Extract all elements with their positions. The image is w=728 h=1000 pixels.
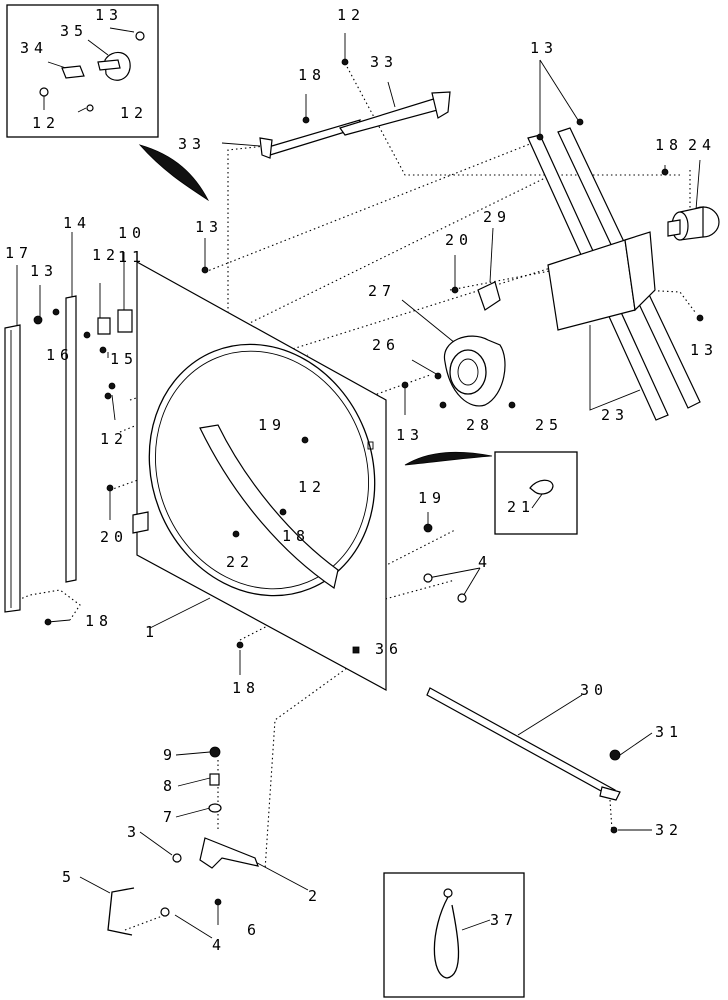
callout-29: 29 bbox=[483, 208, 511, 226]
callout-37: 37 bbox=[490, 911, 518, 929]
motor-24 bbox=[667, 206, 720, 241]
callout-12: 12 bbox=[298, 478, 326, 496]
rod-30 bbox=[426, 687, 621, 801]
callout-13: 13 bbox=[95, 6, 123, 24]
callout-26: 26 bbox=[372, 336, 400, 354]
callout-12: 12 bbox=[337, 6, 365, 24]
inset-pointer-clip bbox=[404, 451, 493, 466]
callout-28: 28 bbox=[466, 416, 494, 434]
callout-23: 23 bbox=[601, 406, 629, 424]
callout-13: 13 bbox=[195, 218, 223, 236]
baffle-33 bbox=[259, 91, 451, 159]
hardware bbox=[33, 58, 704, 917]
callout-11: 11 bbox=[118, 248, 146, 266]
callout-17: 17 bbox=[5, 244, 33, 262]
callout-13: 13 bbox=[690, 341, 718, 359]
callout-12: 12 bbox=[92, 246, 120, 264]
callout-18: 18 bbox=[655, 136, 683, 154]
side-channel-17 bbox=[4, 324, 21, 613]
inset-clamp-parts bbox=[39, 31, 145, 113]
callout-12: 12 bbox=[120, 104, 148, 122]
callout-36: 36 bbox=[375, 640, 403, 658]
bracket-29 bbox=[477, 281, 501, 311]
strap-37 bbox=[433, 896, 460, 979]
callout-18: 18 bbox=[282, 527, 310, 545]
callout-24: 24 bbox=[688, 136, 716, 154]
callout-13: 13 bbox=[530, 39, 558, 57]
bracket-2 bbox=[199, 837, 259, 869]
callout-labels: 13 35 34 12 12 12 33 18 33 13 18 24 29 2… bbox=[5, 6, 718, 954]
callout-30: 30 bbox=[580, 681, 608, 699]
callout-9: 9 bbox=[163, 746, 177, 764]
inset-detail-box-strap bbox=[383, 872, 525, 998]
fan-support-frame-23 bbox=[527, 127, 701, 421]
callout-20: 20 bbox=[445, 231, 473, 249]
leader-lines bbox=[16, 27, 701, 939]
callout-19: 19 bbox=[258, 416, 286, 434]
callout-13: 13 bbox=[30, 262, 58, 280]
side-channel-14 bbox=[65, 295, 77, 583]
callout-20: 20 bbox=[100, 528, 128, 546]
callout-25: 25 bbox=[535, 416, 563, 434]
callout-8: 8 bbox=[163, 777, 177, 795]
inset-pointer-top bbox=[138, 144, 210, 202]
callout-13: 13 bbox=[396, 426, 424, 444]
callout-3: 3 bbox=[127, 823, 141, 841]
callout-27: 27 bbox=[368, 282, 396, 300]
callout-32: 32 bbox=[655, 821, 683, 839]
callout-14: 14 bbox=[63, 214, 91, 232]
callout-10: 10 bbox=[118, 224, 146, 242]
callout-33: 33 bbox=[178, 135, 206, 153]
inset-detail-box-clip bbox=[494, 451, 578, 535]
callout-1: 1 bbox=[145, 623, 159, 641]
brackets-10-11 bbox=[97, 309, 133, 335]
callout-12: 12 bbox=[32, 114, 60, 132]
u-handle-5 bbox=[107, 887, 135, 936]
callout-15: 15 bbox=[110, 350, 138, 368]
callout-18: 18 bbox=[85, 612, 113, 630]
callout-7: 7 bbox=[163, 808, 177, 826]
callout-34: 34 bbox=[20, 39, 48, 57]
callout-22: 22 bbox=[226, 553, 254, 571]
callout-16: 16 bbox=[46, 346, 74, 364]
callout-18: 18 bbox=[298, 66, 326, 84]
clip-21 bbox=[529, 479, 554, 495]
callout-6: 6 bbox=[247, 921, 261, 939]
callout-18: 18 bbox=[232, 679, 260, 697]
inset-detail-box-top bbox=[6, 4, 159, 138]
callout-33: 33 bbox=[370, 53, 398, 71]
callout-31: 31 bbox=[655, 723, 683, 741]
fan-hub-27 bbox=[443, 335, 506, 407]
callout-4: 4 bbox=[212, 936, 226, 954]
callout-19: 19 bbox=[418, 489, 446, 507]
callout-35: 35 bbox=[60, 22, 88, 40]
callout-21: 21 bbox=[507, 498, 535, 516]
callout-2: 2 bbox=[308, 887, 322, 905]
callout-12: 12 bbox=[100, 430, 128, 448]
fan-shroud-panel bbox=[132, 260, 387, 692]
callout-4: 4 bbox=[478, 553, 492, 571]
callout-5: 5 bbox=[62, 868, 76, 886]
